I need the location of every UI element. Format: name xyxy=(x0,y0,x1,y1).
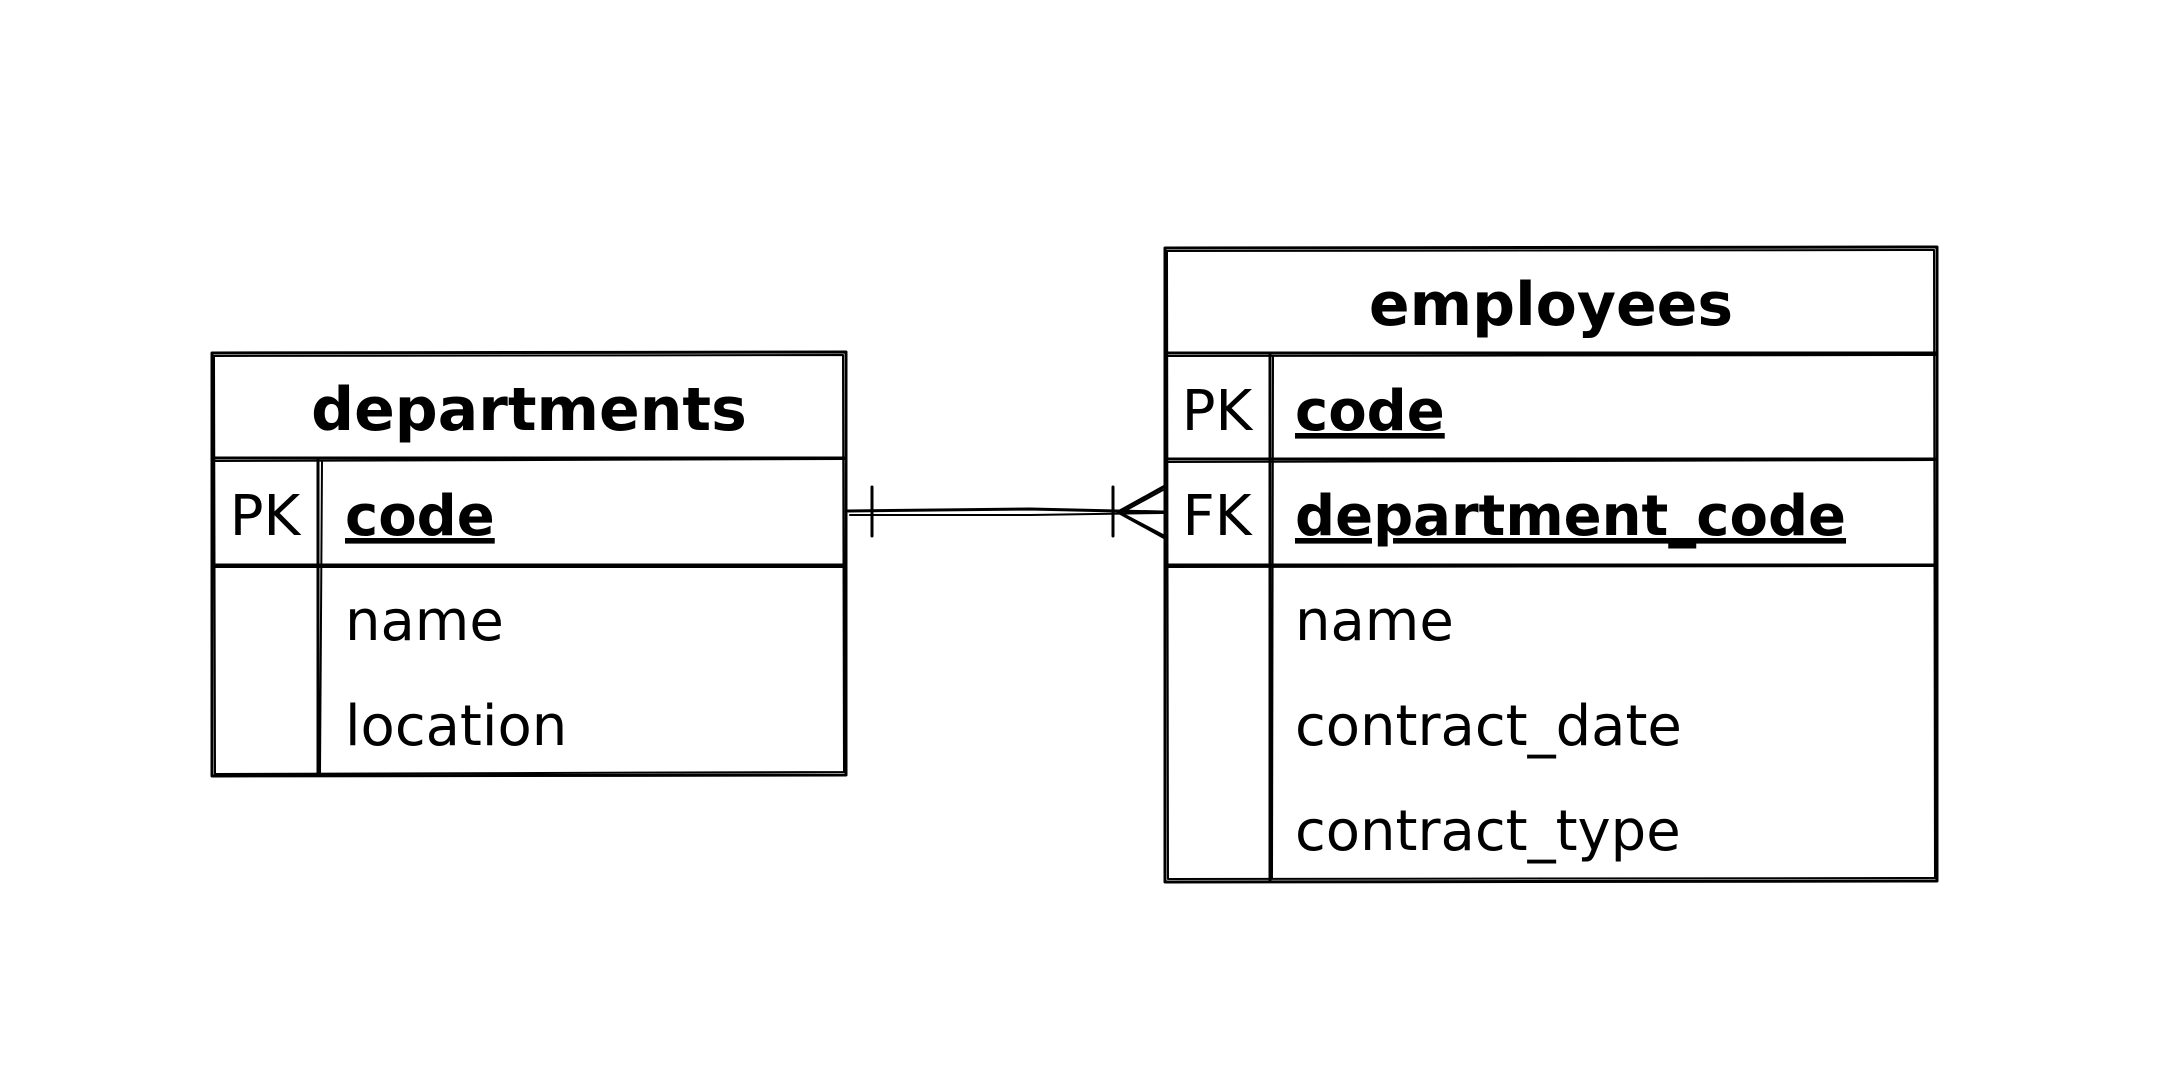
employees-header-divider-sketch xyxy=(1167,354,1936,357)
departments-table[interactable]: departments PK code name location xyxy=(210,350,848,778)
relationship-line xyxy=(846,507,1165,514)
employees-field-contract-type[interactable]: contract_type xyxy=(1295,799,1681,864)
employees-key-column-divider-sketch xyxy=(1271,356,1274,879)
employees-field-department-code[interactable]: department_code xyxy=(1295,484,1846,549)
departments-key-column-divider-sketch xyxy=(319,461,323,774)
relationship-connector[interactable] xyxy=(846,484,1167,540)
employees-table[interactable]: employees PK code FK department_code nam… xyxy=(1163,245,1939,884)
employees-fk-key: FK xyxy=(1183,484,1253,549)
departments-field-code[interactable]: code xyxy=(345,484,495,549)
employees-fk-divider-sketch xyxy=(1166,565,1936,568)
crows-foot-marker-sketch xyxy=(1120,489,1164,536)
departments-row-key: PK xyxy=(230,484,302,549)
employees-border-sketch xyxy=(1166,249,1936,880)
crows-foot-marker xyxy=(1116,484,1167,540)
departments-field-location[interactable]: location xyxy=(345,694,567,759)
employees-pk-key: PK xyxy=(1182,379,1254,444)
relationship-line-sketch xyxy=(849,512,1164,516)
employees-field-name[interactable]: name xyxy=(1295,589,1454,654)
departments-field-name[interactable]: name xyxy=(345,589,504,654)
departments-border xyxy=(210,350,848,778)
employees-field-contract-date[interactable]: contract_date xyxy=(1295,694,1682,759)
employees-title: employees xyxy=(1369,270,1733,340)
departments-border-sketch xyxy=(213,354,845,775)
departments-title: departments xyxy=(311,375,747,445)
employees-field-code[interactable]: code xyxy=(1295,379,1445,444)
employees-pk-divider-sketch xyxy=(1166,459,1936,463)
employees-border xyxy=(1163,245,1939,884)
